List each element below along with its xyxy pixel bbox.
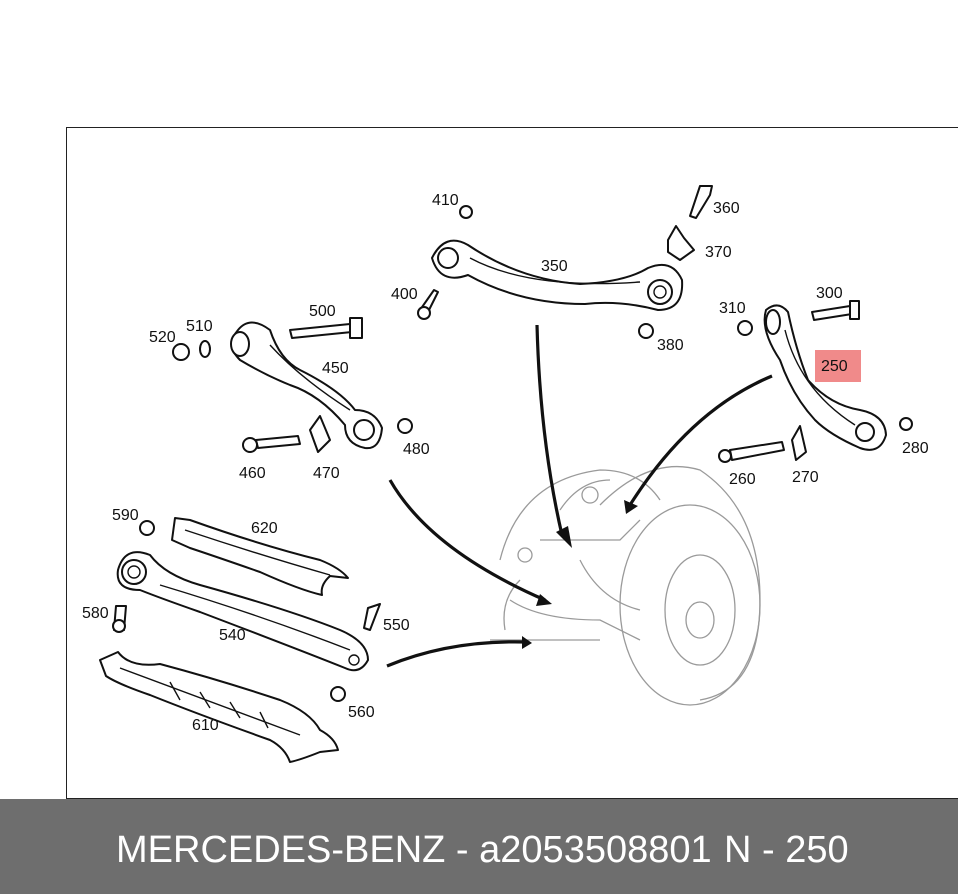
assembly-arrows xyxy=(386,324,773,668)
callout-500: 500 xyxy=(309,303,336,320)
callout-410: 410 xyxy=(432,192,459,209)
callout-480: 480 xyxy=(403,441,430,458)
callout-510: 510 xyxy=(186,318,213,335)
part-250-control-arm[interactable] xyxy=(763,304,887,451)
highlight-box-250 xyxy=(815,350,861,382)
callout-370: 370 xyxy=(705,244,732,261)
callout-250: 250 xyxy=(821,358,848,375)
part-450-camber-link[interactable] xyxy=(230,321,383,450)
callout-310: 310 xyxy=(719,300,746,317)
callout-560: 560 xyxy=(348,704,375,721)
callout-360: 360 xyxy=(713,200,740,217)
callout-520: 520 xyxy=(149,329,176,346)
callout-labels: 410 360 370 350 400 380 300 310 250 280 … xyxy=(82,192,929,734)
callout-350: 350 xyxy=(541,258,568,275)
part-reference-text: MERCEDES-BENZ - a2053508801 xyxy=(116,829,712,871)
callout-280: 280 xyxy=(902,440,929,457)
callout-540: 540 xyxy=(219,627,246,644)
callout-460: 460 xyxy=(239,465,266,482)
callout-400: 400 xyxy=(391,286,418,303)
callout-610: 610 xyxy=(192,717,219,734)
brand-name: MERCEDES-BENZ xyxy=(116,829,446,871)
callout-550: 550 xyxy=(383,617,410,634)
part-610-bracket[interactable] xyxy=(99,651,339,763)
position-number: N - 250 xyxy=(724,829,849,871)
part-350-upper-arm[interactable] xyxy=(431,239,684,311)
hardware-fasteners xyxy=(112,185,913,702)
callout-270: 270 xyxy=(792,469,819,486)
part-540-track-rod[interactable] xyxy=(116,551,369,672)
part-620-cover[interactable] xyxy=(171,517,349,596)
wheel-hub-assembly xyxy=(490,466,761,706)
callout-470: 470 xyxy=(313,465,340,482)
callout-620: 620 xyxy=(251,520,278,537)
callout-450: 450 xyxy=(322,360,349,377)
part-number: a2053508801 xyxy=(479,829,712,871)
callout-380: 380 xyxy=(657,337,684,354)
callout-260: 260 xyxy=(729,471,756,488)
callout-590: 590 xyxy=(112,507,139,524)
footer-bar: MERCEDES-BENZ - a2053508801 N - 250 xyxy=(0,799,958,894)
callout-580: 580 xyxy=(82,605,109,622)
callout-300: 300 xyxy=(816,285,843,302)
